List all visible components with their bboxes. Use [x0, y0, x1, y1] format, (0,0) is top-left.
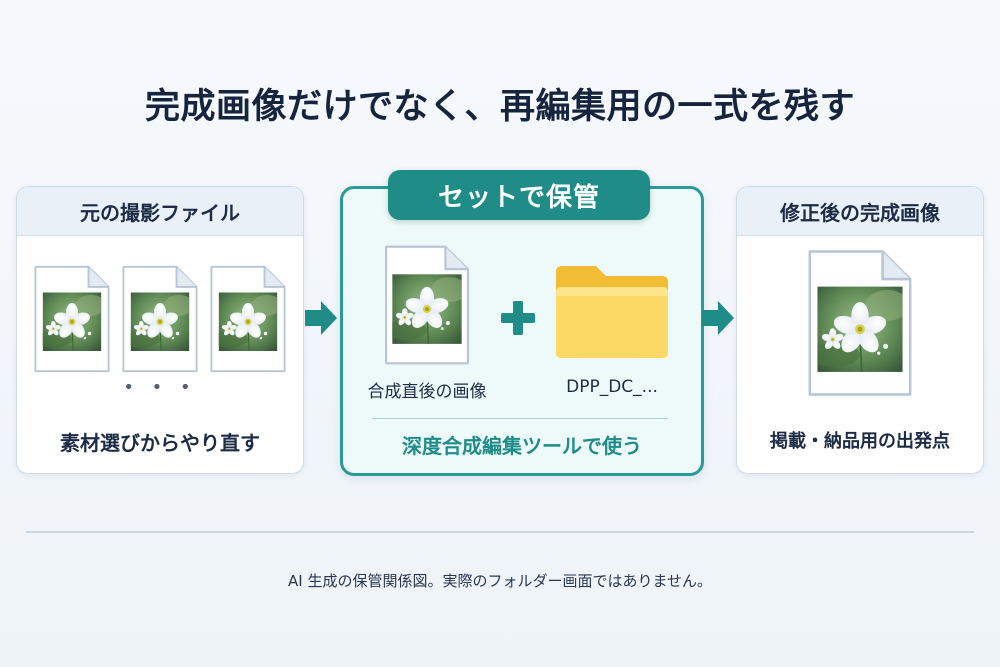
caption: AI 生成の保管関係図。実際のフォルダー画面ではありません。	[287, 572, 712, 590]
source-files-heading: 元の撮影ファイル	[17, 187, 303, 236]
final-image-file-icon	[803, 249, 917, 397]
folder-icon	[552, 262, 672, 362]
source-files-panel: 元の撮影ファイル • • • 素材選びからやり直す	[16, 186, 304, 474]
source-files-footer: 素材選びからやり直す	[60, 431, 260, 455]
folder-label: DPP_DC_...	[566, 377, 658, 397]
raw-file-icon	[207, 265, 289, 373]
saved-set-footer: 深度合成編集ツールで使う	[402, 434, 642, 458]
plus-icon	[498, 298, 538, 342]
saved-set-badge: セットで保管	[388, 170, 650, 220]
final-image-heading: 修正後の完成画像	[737, 187, 983, 236]
more-files-ellipsis: • • •	[123, 377, 197, 398]
image-file-icon	[382, 244, 472, 366]
page-title: 完成画像だけでなく、再編集用の一式を残す	[144, 87, 855, 127]
raw-file-icon	[31, 265, 113, 373]
raw-file-icon	[119, 265, 201, 373]
center-divider	[372, 418, 668, 419]
final-image-footer: 掲載・納品用の出発点	[770, 431, 950, 452]
divider-line	[26, 531, 974, 533]
final-image-panel: 修正後の完成画像 掲載・納品用の出発点	[736, 186, 984, 474]
arrow-right-icon	[700, 298, 736, 342]
image-file-label: 合成直後の画像	[367, 382, 487, 402]
arrow-right-icon	[303, 298, 339, 342]
